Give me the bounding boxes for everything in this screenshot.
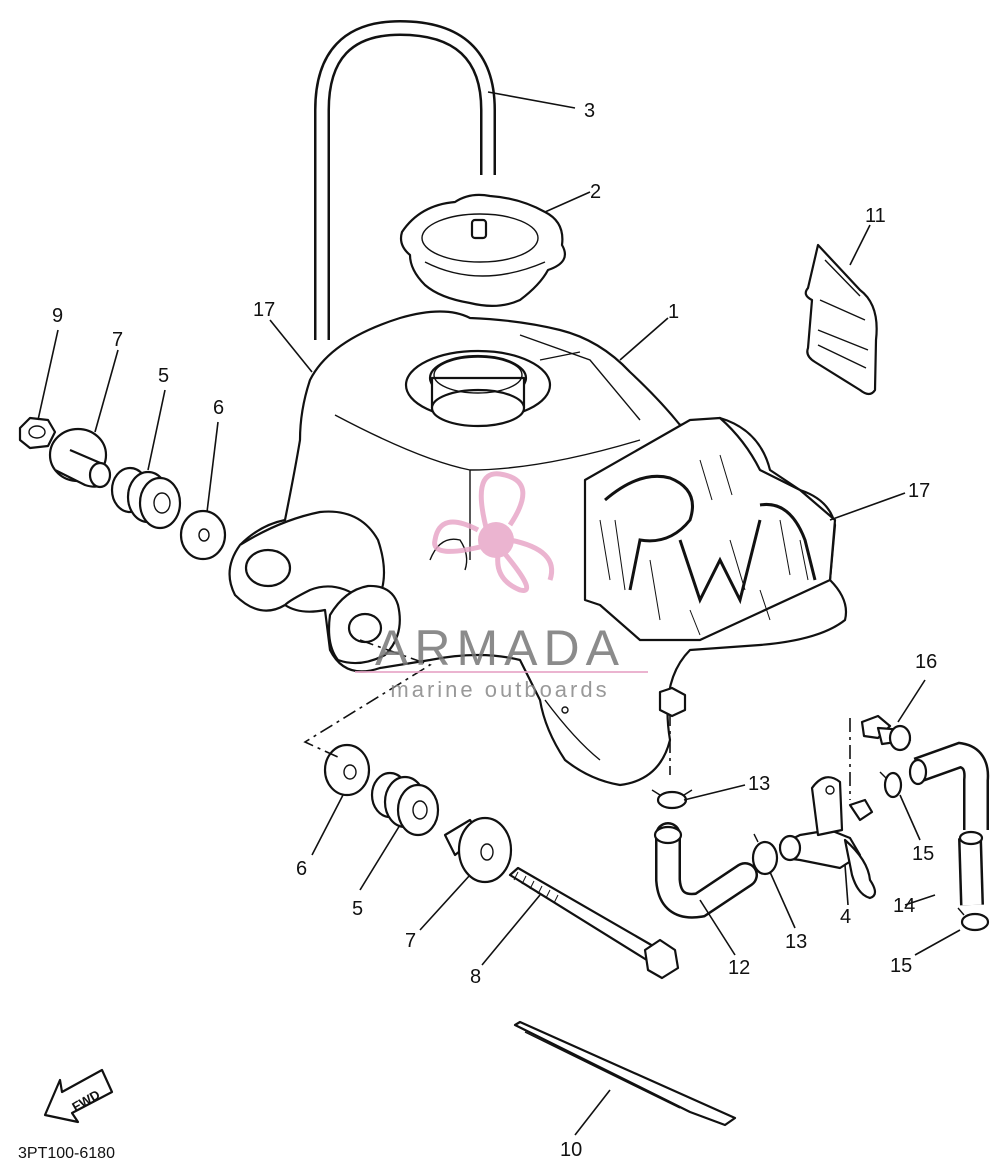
grommet-part-5b — [370, 771, 440, 837]
callout-12: 12 — [728, 957, 750, 979]
callout-15-lower: 15 — [890, 955, 912, 977]
watermark-brand: ARMADA — [375, 620, 625, 676]
propeller-logo-icon — [432, 471, 554, 593]
watermark-tagline: marine outboards — [390, 677, 609, 702]
collar-part-7a — [48, 427, 112, 489]
fuel-hose-part-14 — [908, 741, 990, 906]
fuel-cock-part-4 — [778, 776, 877, 900]
callout-10: 10 — [560, 1139, 582, 1161]
nut-part-9 — [18, 416, 57, 450]
grommet-part-5a — [110, 466, 182, 530]
callout-6-upper: 6 — [213, 397, 224, 419]
callout-8: 8 — [470, 966, 481, 988]
hose-clip-part-13b — [751, 833, 779, 876]
callout-17-right: 17 — [908, 480, 930, 502]
callout-14: 14 — [893, 895, 915, 917]
callout-9: 9 — [52, 305, 63, 327]
armada-watermark: ARMADA marine outboards — [355, 471, 648, 702]
screw-part-16 — [849, 714, 912, 800]
callout-16: 16 — [915, 651, 937, 673]
seal-strip-part — [513, 1020, 737, 1127]
washer-part-6a — [179, 509, 227, 561]
washer-part-6b — [323, 743, 371, 797]
callout-4: 4 — [840, 906, 851, 928]
callout-2: 2 — [590, 181, 601, 203]
hose-clip-part-15a — [879, 771, 903, 799]
diagram-code: 3PT100-6180 — [18, 1145, 115, 1162]
callout-13-upper: 13 — [748, 773, 770, 795]
collar-part-7b — [443, 816, 513, 884]
callout-7-lower: 7 — [405, 930, 416, 952]
hose-clip-part-15b — [957, 907, 990, 932]
fwd-arrow-icon: FWD — [43, 1068, 114, 1124]
callout-17-left: 17 — [253, 299, 275, 321]
callout-labels: 1 2 3 4 5 5 6 6 7 7 8 9 10 11 12 13 13 1… — [52, 100, 937, 1161]
fuel-cap-part — [399, 193, 566, 307]
callout-6-lower: 6 — [296, 858, 307, 880]
callout-15-upper: 15 — [912, 843, 934, 865]
bolt-part-8 — [508, 866, 680, 980]
emblem-part — [804, 243, 878, 396]
callout-7-upper: 7 — [112, 329, 123, 351]
callout-3: 3 — [584, 100, 595, 122]
fuel-outlet-nipple — [658, 686, 687, 775]
callout-leader-lines — [37, 91, 961, 1136]
fuel-hose-part-12 — [653, 822, 758, 919]
callout-13-lower: 13 — [785, 931, 807, 953]
callout-5-upper: 5 — [158, 365, 169, 387]
callout-1: 1 — [668, 301, 679, 323]
callout-11: 11 — [865, 205, 886, 227]
tank-decal-part — [583, 416, 837, 642]
callout-5-lower: 5 — [352, 898, 363, 920]
breather-hose-part — [314, 20, 496, 340]
